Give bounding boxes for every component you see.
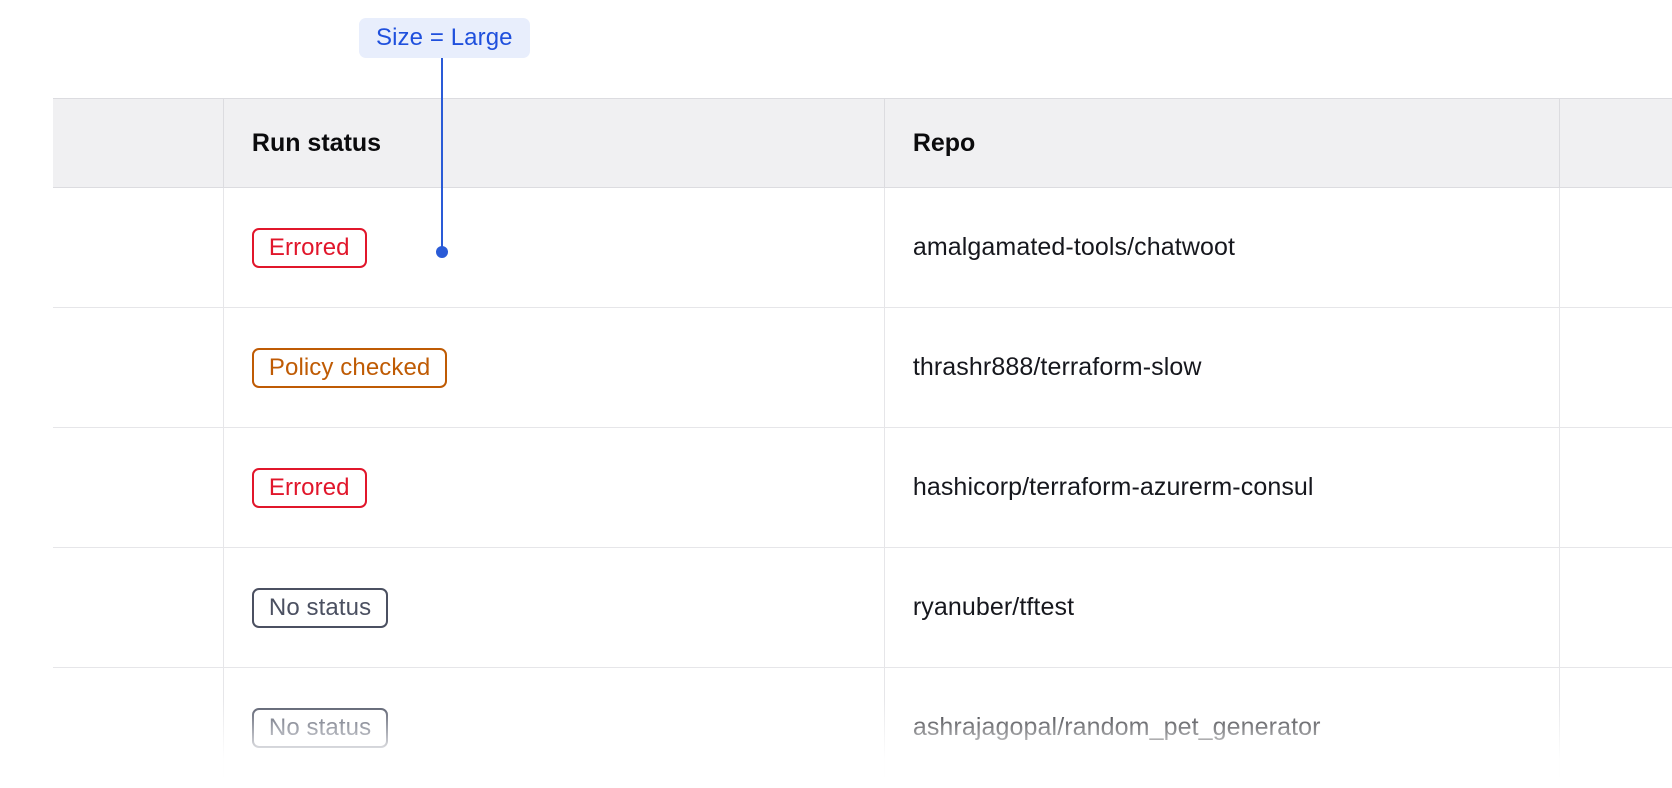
table-row[interactable]: Errored amalgamated-tools/chatwoot xyxy=(53,187,1672,308)
status-badge[interactable]: Errored xyxy=(251,467,367,508)
row-select-cell[interactable] xyxy=(53,547,224,668)
row-select-cell[interactable] xyxy=(53,427,224,548)
status-badge[interactable]: Errored xyxy=(251,227,367,268)
run-status-cell: No status xyxy=(223,547,885,668)
column-header-tail xyxy=(1559,98,1672,188)
table-row[interactable]: No status ashrajagopal/random_pet_generat… xyxy=(53,667,1672,788)
table-row[interactable]: No status ryanuber/tftest xyxy=(53,547,1672,668)
run-status-cell: No status xyxy=(223,667,885,788)
status-badge[interactable]: No status xyxy=(251,707,389,748)
runs-table: Run status Repo Errored amalgamated-tools… xyxy=(53,98,1672,788)
runs-table-region: Run status Repo Errored amalgamated-tools… xyxy=(0,98,1672,788)
run-status-cell: Errored xyxy=(223,427,885,548)
row-select-cell[interactable] xyxy=(53,667,224,788)
row-tail-cell xyxy=(1559,427,1672,548)
repo-cell[interactable]: ryanuber/tftest xyxy=(884,547,1561,668)
repo-cell[interactable]: thrashr888/terraform-slow xyxy=(884,307,1561,428)
status-badge[interactable]: Policy checked xyxy=(251,347,448,388)
table-row[interactable]: Errored hashicorp/terraform-azurerm-consu… xyxy=(53,427,1672,548)
column-header-repo[interactable]: Repo xyxy=(884,98,1561,188)
row-tail-cell xyxy=(1559,547,1672,668)
size-annotation-chip: Size = Large xyxy=(359,18,530,58)
table-header: Run status Repo xyxy=(53,98,1672,188)
repo-cell[interactable]: hashicorp/terraform-azurerm-consul xyxy=(884,427,1561,548)
repo-cell[interactable]: ashrajagopal/random_pet_generator xyxy=(884,667,1561,788)
repo-cell[interactable]: amalgamated-tools/chatwoot xyxy=(884,187,1561,308)
row-select-cell[interactable] xyxy=(53,307,224,428)
run-status-cell: Errored xyxy=(223,187,885,308)
row-select-cell[interactable] xyxy=(53,187,224,308)
column-header-select xyxy=(53,98,224,188)
run-status-cell: Policy checked xyxy=(223,307,885,428)
row-tail-cell xyxy=(1559,667,1672,788)
row-tail-cell xyxy=(1559,187,1672,308)
row-tail-cell xyxy=(1559,307,1672,428)
status-badge[interactable]: No status xyxy=(251,587,389,628)
table-header-row: Run status Repo xyxy=(53,98,1672,188)
column-header-run-status[interactable]: Run status xyxy=(223,98,885,188)
table-row[interactable]: Policy checked thrashr888/terraform-slow xyxy=(53,307,1672,428)
